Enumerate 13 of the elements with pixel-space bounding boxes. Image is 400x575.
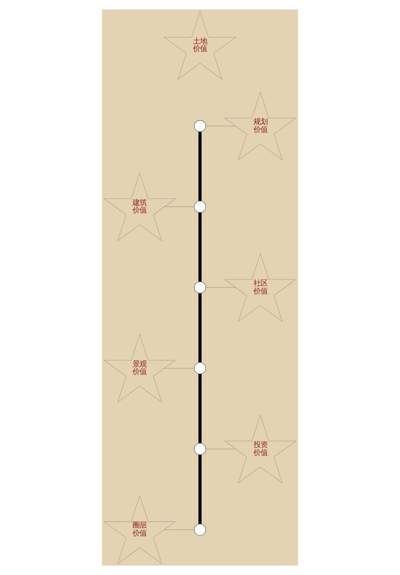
connector bbox=[164, 206, 194, 208]
node-circle bbox=[194, 282, 206, 294]
connector bbox=[198, 132, 202, 201]
node-circle bbox=[194, 524, 206, 536]
connector bbox=[198, 454, 202, 524]
connector bbox=[198, 293, 202, 362]
node-circle bbox=[194, 200, 206, 213]
node-circle bbox=[194, 120, 206, 132]
node-circle bbox=[194, 443, 206, 455]
node-circle bbox=[194, 362, 206, 374]
connector bbox=[198, 212, 202, 282]
connector bbox=[164, 529, 194, 530]
connector bbox=[198, 374, 202, 444]
